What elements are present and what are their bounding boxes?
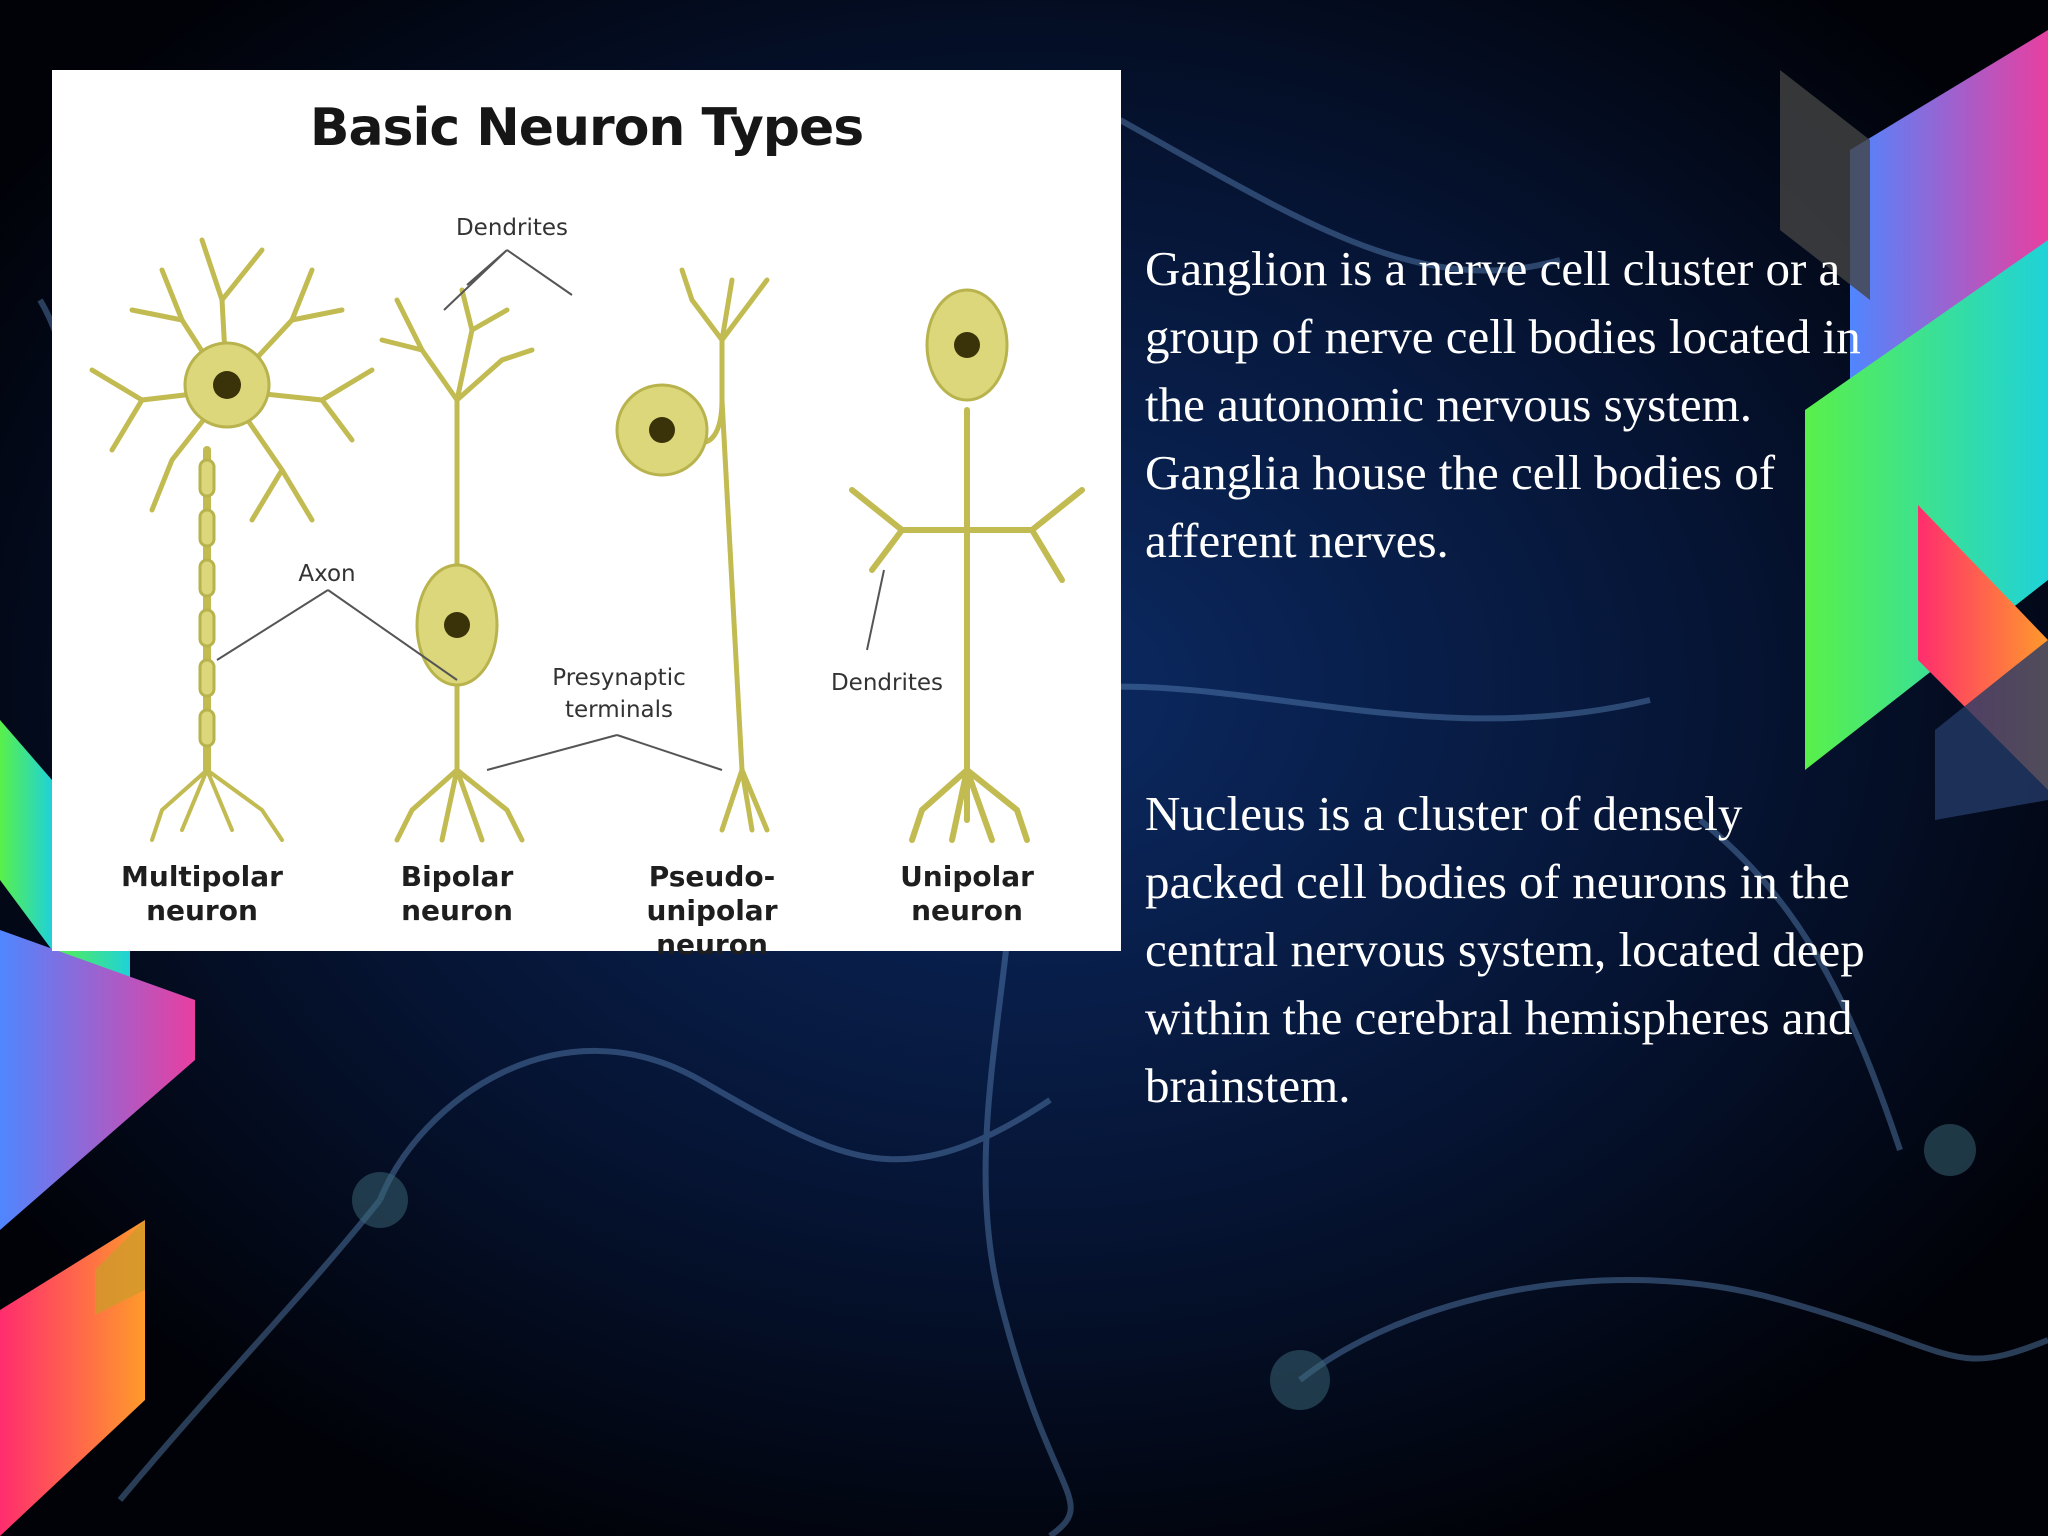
neuron-label-line2: neuron bbox=[401, 894, 513, 927]
neuron-label-line2: neuron bbox=[656, 928, 768, 961]
neuron-label-line1: Multipolar bbox=[121, 860, 283, 893]
myelin-segment bbox=[198, 458, 216, 498]
neuron-types-figure: Basic Neuron Types Dendrites Axon Presyn… bbox=[52, 70, 1121, 961]
bipolar-nucleus bbox=[444, 612, 470, 638]
leader-axon bbox=[216, 589, 458, 681]
neuron-label-pseudo-unipolar: Pseudo-unipolar neuron bbox=[587, 860, 837, 962]
neuron-label-line2: neuron bbox=[146, 894, 258, 927]
paragraph-ganglion: Ganglion is a nerve cell cluster or a gr… bbox=[1145, 241, 1861, 568]
neuron-label-line1: Pseudo-unipolar bbox=[646, 860, 778, 927]
label-presynaptic-line2: terminals bbox=[564, 697, 674, 723]
unipolar-neuron-drawing bbox=[849, 407, 1085, 843]
neuron-illustration bbox=[89, 237, 1085, 843]
paragraph-nucleus: Nucleus is a cluster of densely packed c… bbox=[1145, 786, 1865, 1113]
neuron-label-multipolar: Multipolar neuron bbox=[107, 860, 297, 928]
bipolar-neuron-drawing bbox=[379, 287, 535, 843]
unipolar-nucleus bbox=[954, 332, 980, 358]
label-presynaptic-line1: Presynaptic bbox=[552, 665, 686, 691]
label-axon: Axon bbox=[298, 561, 356, 587]
multipolar-nucleus bbox=[213, 371, 241, 399]
leader-dendrites-right bbox=[866, 569, 885, 651]
pseudo-unipolar-neuron-drawing bbox=[679, 267, 770, 833]
neuron-label-line1: Bipolar bbox=[400, 860, 514, 893]
label-presynaptic: Presynaptic terminals bbox=[539, 662, 699, 726]
leader-presynaptic bbox=[486, 734, 723, 771]
neuron-label-bipolar: Bipolar neuron bbox=[387, 860, 527, 928]
neuron-label-unipolar: Unipolar neuron bbox=[887, 860, 1047, 928]
label-dendrites-top: Dendrites bbox=[455, 215, 569, 241]
figure-title: Basic Neuron Types bbox=[309, 98, 864, 158]
pseudo-unipolar-nucleus bbox=[649, 417, 675, 443]
multipolar-neuron-drawing bbox=[89, 237, 375, 842]
label-dendrites-right: Dendrites bbox=[830, 670, 944, 696]
leader-dendrites-top bbox=[443, 249, 573, 311]
neuron-label-line1: Unipolar bbox=[900, 860, 1034, 893]
neuron-label-line2: neuron bbox=[911, 894, 1023, 927]
